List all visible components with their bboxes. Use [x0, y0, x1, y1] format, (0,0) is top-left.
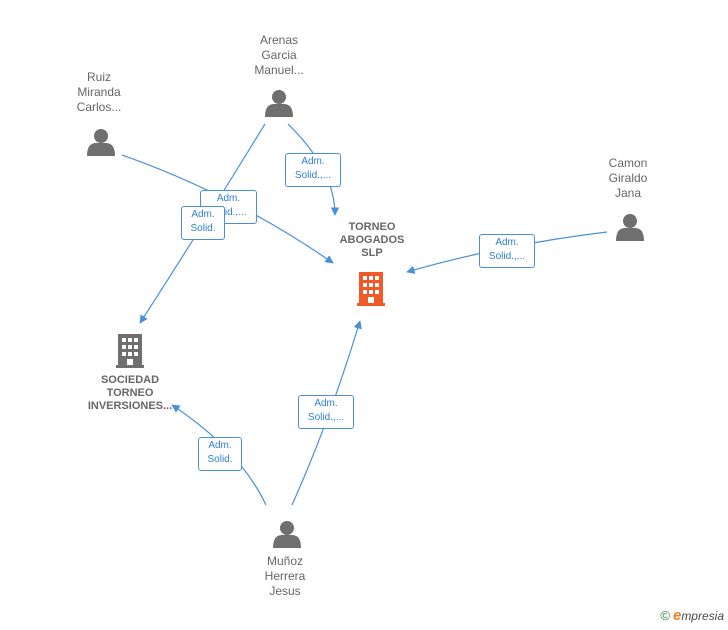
badge-line: Adm. [495, 237, 519, 248]
edge-badge-arenas-sociedad[interactable]: Adm. Solid. [181, 206, 225, 240]
edge-badge-munoz-sociedad[interactable]: Adm. Solid. [198, 437, 242, 471]
label-line: Manuel... [254, 63, 304, 77]
badge-line: Solid. [207, 454, 233, 465]
badge-line: Adm. [208, 440, 232, 451]
label-line: TORNEO [106, 387, 154, 399]
node-label-arenas[interactable]: Arenas Garcia Manuel... [239, 33, 319, 78]
person-icon-munoz[interactable] [273, 521, 301, 548]
label-line: Camon [608, 156, 648, 170]
building-icon-sociedad-torneo[interactable] [116, 334, 144, 368]
label-line: Miranda [77, 85, 121, 99]
badge-line: Adm. [314, 398, 338, 409]
node-label-sociedad-torneo[interactable]: SOCIEDAD TORNEO INVERSIONES... [70, 374, 190, 413]
label-line: TORNEO [348, 221, 396, 233]
copyright-icon: © [660, 608, 670, 623]
badge-line: Adm. [216, 193, 241, 204]
badge-line: Adm. [301, 156, 325, 167]
brand-initial: e [672, 607, 682, 624]
label-line: Jesus [269, 584, 301, 598]
edge-badge-camon-abogados[interactable]: Adm. Solid.,... [479, 234, 535, 268]
node-label-munoz[interactable]: Muñoz Herrera Jesus [245, 554, 325, 599]
node-label-torneo-abogados[interactable]: TORNEO ABOGADOS SLP [322, 221, 422, 260]
brand-watermark: ©empresia [660, 607, 724, 624]
badge-line: Solid.,... [210, 207, 247, 218]
edge-badge-arenas-abogados[interactable]: Adm. Solid.,... [285, 153, 341, 187]
label-line: Arenas [259, 33, 299, 47]
building-icon-torneo-abogados[interactable] [357, 272, 385, 306]
edge-badge-munoz-abogados[interactable]: Adm. Solid.,... [298, 395, 354, 429]
label-line: Carlos... [76, 100, 122, 114]
node-label-camon[interactable]: Camon Giraldo Jana [588, 156, 668, 201]
node-label-ruiz[interactable]: Ruiz Miranda Carlos... [59, 70, 139, 115]
label-line: Muñoz [266, 554, 304, 568]
badge-line: Solid. [190, 223, 216, 234]
label-line: Jana [614, 186, 642, 200]
label-line: INVERSIONES... [87, 400, 173, 412]
badge-line: Solid.,... [307, 412, 345, 423]
label-line: Ruiz [86, 70, 111, 84]
badge-line: Solid.,... [488, 251, 526, 262]
person-icon-arenas[interactable] [265, 90, 293, 117]
person-icon-camon[interactable] [616, 214, 644, 241]
badge-line: Adm. [191, 209, 215, 220]
label-line: SOCIEDAD [100, 374, 160, 386]
label-line: Garcia [261, 48, 297, 62]
label-line: SLP [361, 247, 383, 259]
label-line: ABOGADOS [339, 234, 405, 246]
brand-name: mpresia [681, 609, 724, 623]
label-line: Giraldo [608, 171, 648, 185]
person-icon-ruiz[interactable] [87, 129, 115, 156]
label-line: Herrera [264, 569, 306, 583]
badge-line: Solid.,... [294, 170, 332, 181]
